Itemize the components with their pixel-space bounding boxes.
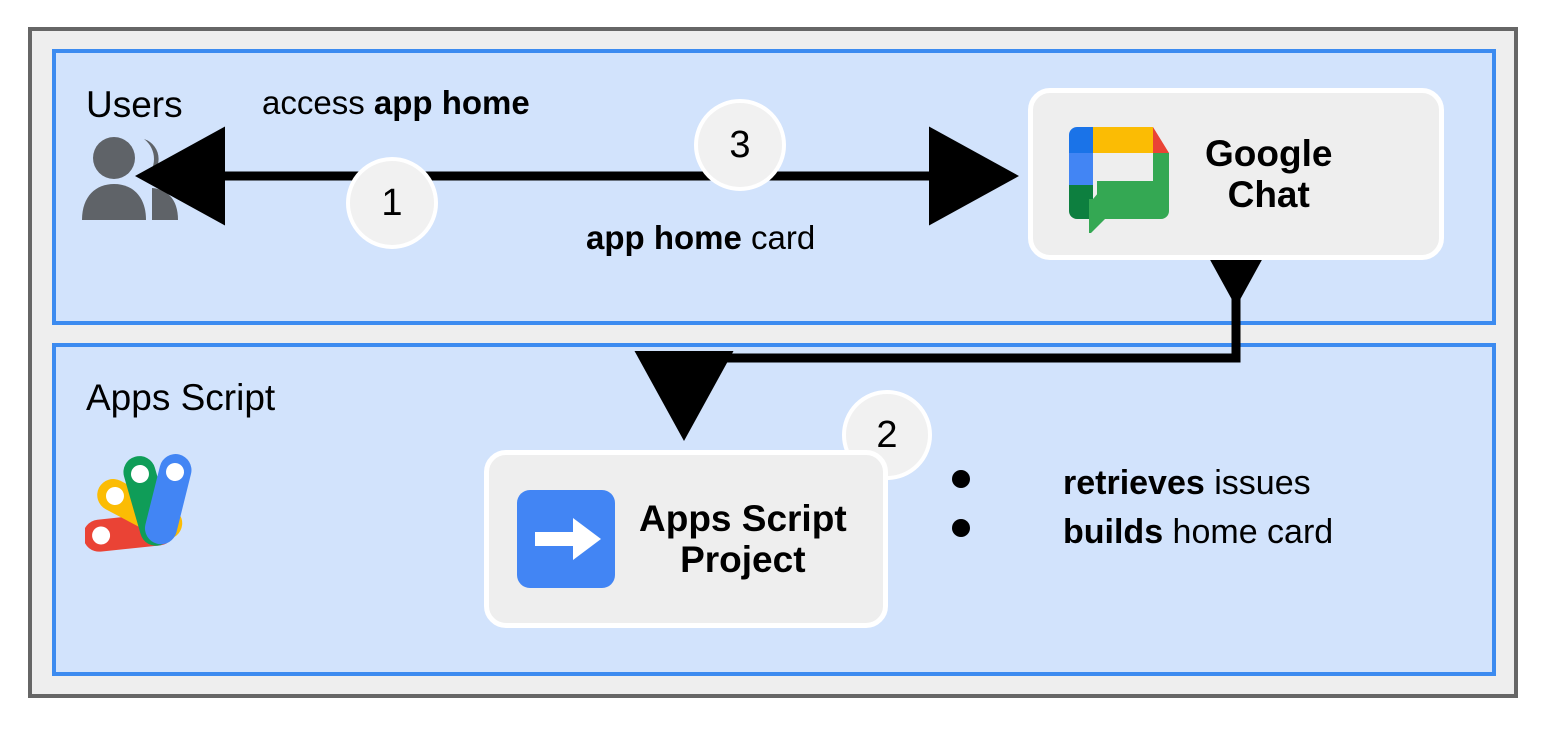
users-icon [78,136,184,220]
step-circle-3: 3 [694,99,786,191]
list-item-regular: issues [1204,464,1311,502]
list-item-text: builds home card [1063,515,1333,549]
node-apps-script-project-title-line2: Project [680,539,806,580]
list-item-bold: builds [1063,513,1164,551]
edge-label-card-bold: app home [586,219,742,256]
bullet-dot-icon [952,470,970,488]
node-google-chat-title-line1: Google [1205,132,1333,174]
panel-label-users: Users [86,84,183,125]
apps-script-logo-icon [83,446,205,556]
google-chat-logo-icon [1057,115,1175,235]
list-item-regular: home card [1163,513,1334,551]
node-google-chat-title-line2: Chat [1227,174,1310,215]
apps-script-project-icon [517,490,615,588]
node-google-chat-title: Google Chat [1205,133,1332,216]
node-apps-script-project: Apps Script Project [484,450,888,628]
edge-label-access: access app home [262,86,530,119]
apps-script-actions-list: retrieves issues builds home card [952,466,1422,564]
node-apps-script-project-title: Apps Script Project [639,498,847,581]
list-item-text: retrieves issues [1063,466,1311,500]
edge-label-access-regular: access [262,84,374,121]
edge-label-card-regular: card [741,219,816,256]
panel-label-apps-script: Apps Script [86,377,276,418]
edge-label-card: app home card [586,221,815,254]
node-google-chat: Google Chat [1028,88,1444,260]
step-circle-1: 1 [346,157,438,249]
list-item-bold: retrieves [1063,464,1205,502]
list-item: builds home card [952,515,1422,549]
node-apps-script-project-title-line1: Apps Script [639,497,847,539]
list-item: retrieves issues [952,466,1422,500]
edge-label-access-bold: app home [373,84,530,121]
bullet-dot-icon [952,519,970,537]
